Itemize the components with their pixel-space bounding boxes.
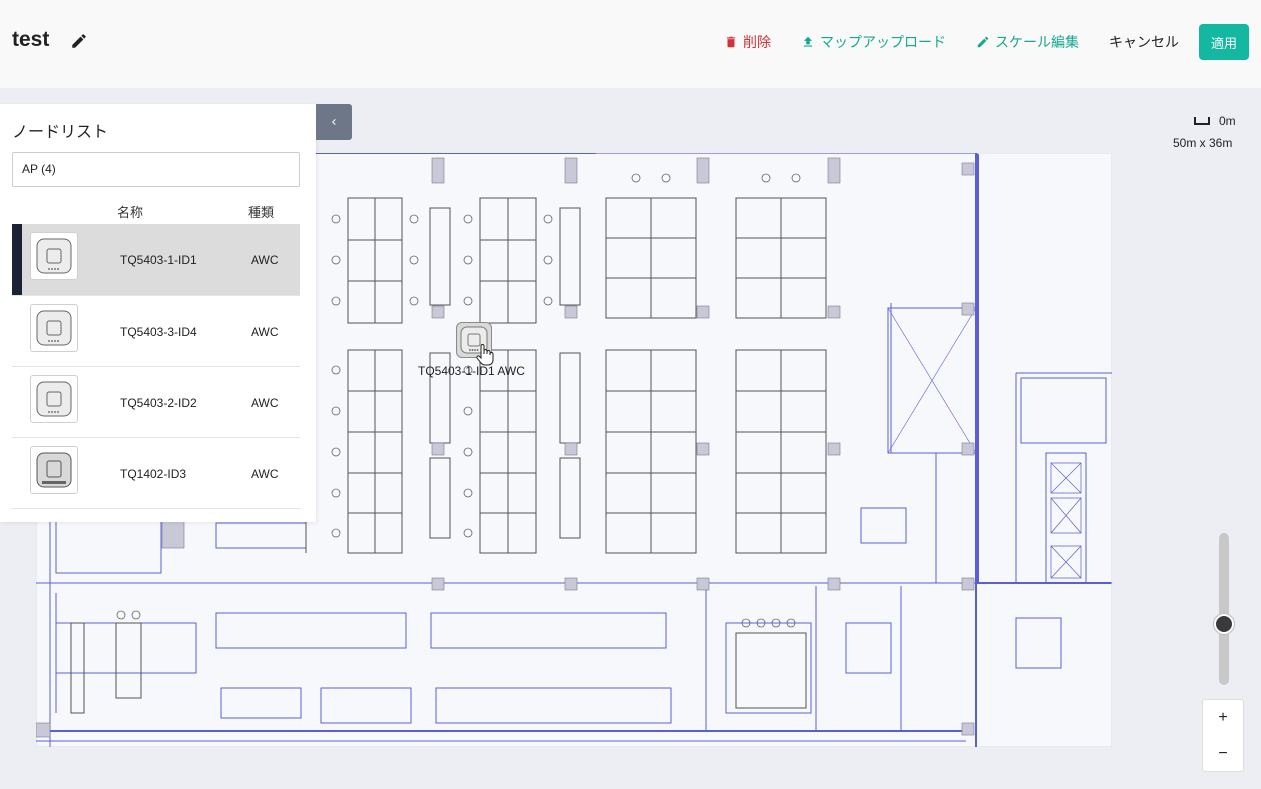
upload-map-label: マップアップロード <box>820 34 946 50</box>
delete-button[interactable]: 削除 <box>724 32 771 52</box>
edit-scale-button[interactable]: スケール編集 <box>976 32 1079 52</box>
node-type: AWC <box>251 467 279 481</box>
ap-thumbnail <box>30 232 78 280</box>
node-list-item[interactable]: TQ5403-1-ID1 AWC <box>12 224 300 296</box>
node-list-panel: ノードリスト AP (4) 名称 種類 TQ5403-1-ID1 AWC <box>0 104 316 522</box>
zoom-in-button[interactable]: + <box>1218 709 1228 726</box>
column-header-name: 名称 <box>117 205 144 220</box>
delete-label: 削除 <box>743 34 771 50</box>
page-title: test <box>12 28 50 51</box>
node-list-title: ノードリスト <box>12 124 109 141</box>
node-name: TQ1402-ID3 <box>120 467 187 481</box>
zoom-out-button[interactable]: − <box>1218 745 1228 762</box>
access-point-icon <box>36 381 72 417</box>
upload-icon <box>803 36 813 47</box>
cancel-button[interactable]: キャンセル <box>1109 34 1179 50</box>
pencil-icon <box>977 36 989 48</box>
header: test 削除 マップアップロード スケール編集 キャンセル 適用 <box>0 0 1261 88</box>
trash-icon <box>726 36 736 48</box>
scale-value: 0m <box>1219 114 1236 128</box>
node-type: AWC <box>251 253 279 267</box>
node-name: TQ5403-2-ID2 <box>120 396 197 410</box>
access-point-icon <box>36 238 72 274</box>
node-list-item[interactable]: TQ5403-2-ID2 AWC <box>12 367 300 438</box>
node-list-item[interactable]: TQ5403-3-ID4 AWC <box>12 296 300 367</box>
column-header-type: 種類 <box>248 205 275 220</box>
ap-thumbnail <box>30 446 78 494</box>
ap-thumbnail <box>30 375 78 423</box>
scale-bar-icon <box>1194 117 1210 125</box>
zoom-slider[interactable] <box>1219 533 1229 685</box>
node-name: TQ5403-1-ID1 <box>120 253 197 267</box>
collapse-panel-button[interactable] <box>316 104 352 140</box>
edit-scale-label: スケール編集 <box>995 34 1079 50</box>
chevron-left-icon <box>332 119 336 125</box>
access-point-icon <box>36 452 72 488</box>
zoom-slider-handle[interactable] <box>1214 614 1234 635</box>
node-type: AWC <box>251 325 279 339</box>
node-list: TQ5403-1-ID1 AWC TQ5403-3-ID4 AWC <box>12 224 300 509</box>
placed-ap-label: TQ5403-1-ID1 AWC <box>418 364 525 378</box>
upload-map-button[interactable]: マップアップロード <box>801 32 946 52</box>
node-type: AWC <box>251 396 279 410</box>
node-type-filter[interactable]: AP (4) <box>12 152 300 187</box>
hand-cursor-icon <box>476 344 494 366</box>
node-list-item[interactable]: TQ1402-ID3 AWC <box>12 438 300 509</box>
ap-thumbnail <box>30 304 78 352</box>
map-dimensions: 50m x 36m <box>1173 136 1233 150</box>
pencil-icon[interactable] <box>70 32 88 50</box>
header-actions: 削除 マップアップロード スケール編集 キャンセル 適用 <box>694 24 1249 60</box>
zoom-controls: + − <box>1202 699 1244 772</box>
node-name: TQ5403-3-ID4 <box>120 325 197 339</box>
access-point-icon <box>36 310 72 346</box>
apply-button[interactable]: 適用 <box>1199 24 1249 60</box>
